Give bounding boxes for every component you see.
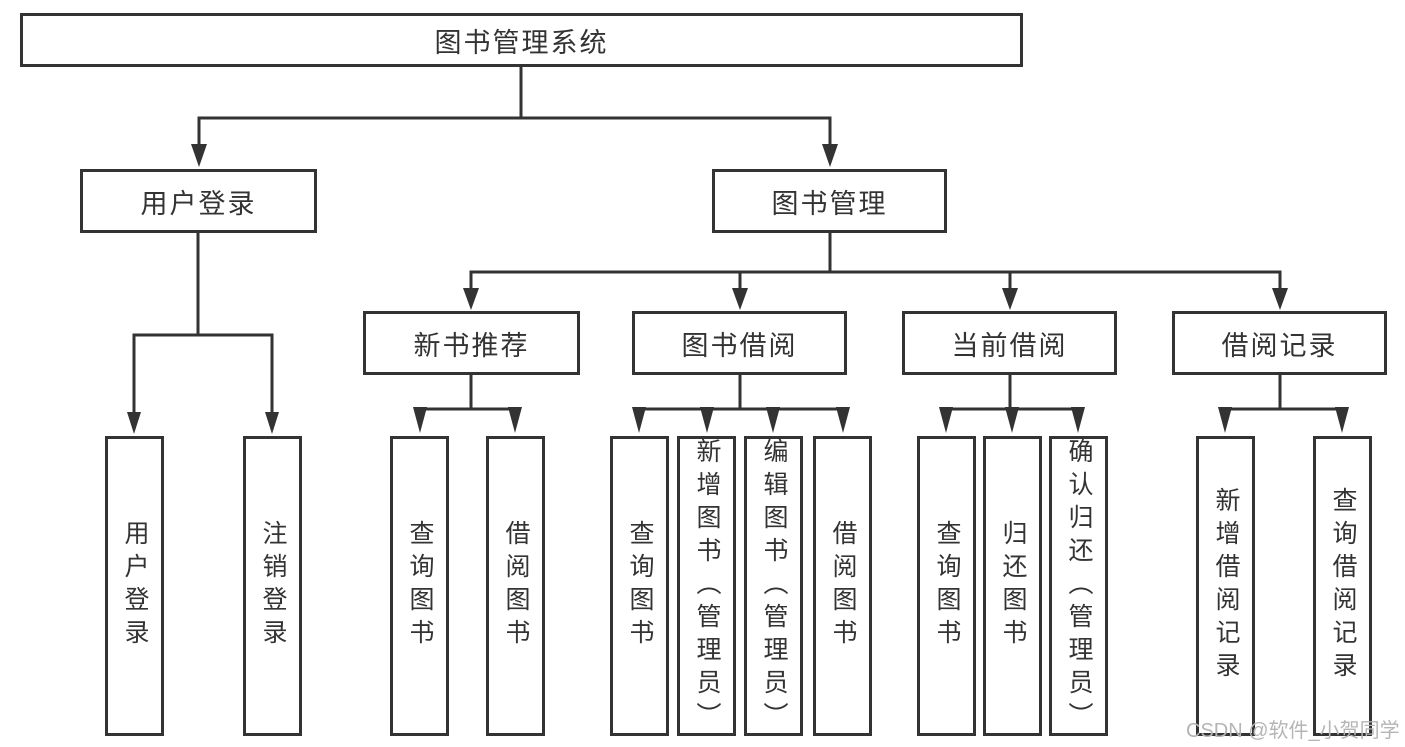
leaf-label: 查询图书 bbox=[406, 520, 434, 652]
leaf-add-borrow-record: 新增借阅记录 bbox=[1196, 436, 1255, 736]
node-label: 新书推荐 bbox=[413, 330, 530, 361]
root-node-label: 图书管理系统 bbox=[434, 27, 609, 58]
leaf-label: 确认归还（管理员） bbox=[1065, 437, 1093, 735]
leaf-label: 用户登录 bbox=[121, 520, 149, 652]
connector-new-book-to-leaves bbox=[413, 375, 522, 433]
root-node-library-system: 图书管理系统 bbox=[20, 13, 1023, 67]
connector-user-login-to-leaves bbox=[127, 233, 279, 434]
node-label: 借阅记录 bbox=[1221, 330, 1338, 361]
leaf-borrow-book: 借阅图书 bbox=[813, 436, 872, 736]
leaf-query-borrow-record: 查询借阅记录 bbox=[1313, 436, 1372, 736]
leaf-label: 注销登录 bbox=[259, 520, 287, 652]
leaf-add-book-admin: 新增图书（管理员） bbox=[677, 436, 736, 736]
node-book-management: 图书管理 bbox=[712, 169, 947, 233]
csdn-watermark: CSDN @软件_小贺同学 bbox=[1186, 720, 1400, 742]
leaf-label: 查询图书 bbox=[626, 520, 654, 652]
connector-book-mgmt-to-level3 bbox=[463, 233, 1288, 310]
node-book-borrow: 图书借阅 bbox=[632, 311, 847, 375]
leaf-label: 借阅图书 bbox=[502, 520, 530, 652]
connector-book-borrow-to-leaves bbox=[632, 375, 850, 433]
leaf-label: 新增图书（管理员） bbox=[693, 437, 721, 735]
leaf-label: 查询借阅记录 bbox=[1329, 487, 1357, 685]
leaf-label: 借阅图书 bbox=[829, 520, 857, 652]
node-new-book-recommend: 新书推荐 bbox=[363, 311, 580, 375]
connector-root-to-level2 bbox=[191, 67, 838, 167]
node-label: 图书管理 bbox=[771, 188, 888, 219]
leaf-label: 查询图书 bbox=[933, 520, 961, 652]
node-borrow-record: 借阅记录 bbox=[1172, 311, 1387, 375]
leaf-user-login: 用户登录 bbox=[105, 436, 164, 736]
leaf-return-book: 归还图书 bbox=[983, 436, 1042, 736]
leaf-logout: 注销登录 bbox=[243, 436, 302, 736]
leaf-label: 归还图书 bbox=[999, 520, 1027, 652]
leaf-new-book-borrow: 借阅图书 bbox=[486, 436, 545, 736]
leaf-edit-book-admin: 编辑图书（管理员） bbox=[744, 436, 803, 736]
connector-current-borrow-to-leaves bbox=[939, 375, 1085, 433]
node-current-borrow: 当前借阅 bbox=[902, 311, 1117, 375]
node-user-login: 用户登录 bbox=[80, 169, 317, 233]
leaf-label: 新增借阅记录 bbox=[1212, 487, 1240, 685]
node-label: 图书借阅 bbox=[681, 330, 798, 361]
node-label: 用户登录 bbox=[140, 188, 257, 219]
connector-borrow-record-to-leaves bbox=[1218, 375, 1349, 433]
leaf-borrow-query-book: 查询图书 bbox=[610, 436, 669, 736]
node-label: 当前借阅 bbox=[951, 330, 1068, 361]
leaf-label: 编辑图书（管理员） bbox=[760, 437, 788, 735]
leaf-confirm-return-admin: 确认归还（管理员） bbox=[1049, 436, 1108, 736]
leaf-current-query-book: 查询图书 bbox=[917, 436, 976, 736]
leaf-new-book-query: 查询图书 bbox=[390, 436, 449, 736]
